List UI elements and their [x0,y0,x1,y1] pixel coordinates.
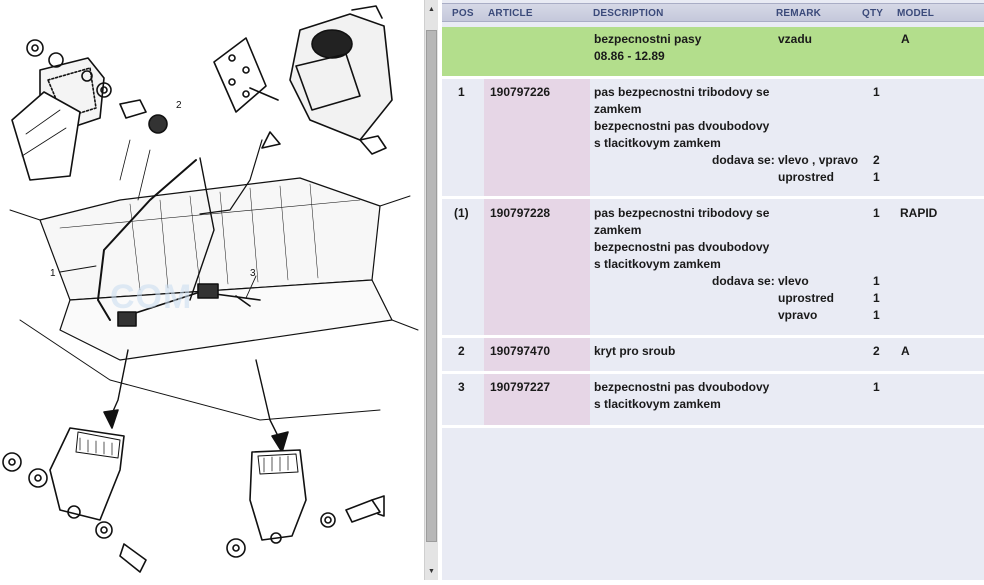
supply-remark: vpravo [778,308,818,322]
supply-qty: 1 [873,291,880,305]
callout-1: 1 [50,268,56,279]
row-description: pas bezpecnostni tribodovy se zamkem bez… [594,85,770,150]
table-row[interactable]: 3 190797227 bezpecnostni pas dvoubodovy … [442,374,984,425]
row-article[interactable]: 190797226 [490,85,551,99]
callout-2: 2 [176,100,182,111]
row-model: RAPID [900,206,938,220]
col-header-model[interactable]: MODEL [897,8,935,19]
parts-diagram: 1 2 3 COM [0,0,424,580]
watermark: COM [110,278,193,316]
supply-remark: vlevo , vpravo [778,153,859,167]
callout-3: 3 [250,268,256,279]
col-header-pos[interactable]: POS [452,8,474,19]
col-header-description[interactable]: DESCRIPTION [593,8,664,19]
table-row[interactable]: 2 190797470 kryt pro sroub 2 A [442,338,984,371]
group-row[interactable]: bezpecnostni pasy 08.86 - 12.89 vzadu A [442,27,984,76]
table-header: POS ARTICLE DESCRIPTION REMARK QTY MODEL [442,3,984,22]
col-header-article[interactable]: ARTICLE [488,8,533,19]
row-qty: 1 [873,380,880,394]
scrollbar-thumb[interactable] [426,30,437,542]
scroll-down-arrow-icon[interactable]: ▼ [428,567,435,575]
seat-belt-exploded-view: 1 2 3 [2,5,419,573]
table-row[interactable]: 1 190797226 pas bezpecnostni tribodovy s… [442,79,984,196]
scroll-up-arrow-icon[interactable]: ▲ [428,5,435,13]
supply-remark: uprostred [778,291,835,305]
supply-label: dodava se: [712,274,775,288]
row-pos: 1 [458,85,465,99]
supply-label: dodava se: [712,153,775,167]
supply-remark: vlevo [778,274,809,288]
row-pos: 2 [458,344,465,358]
group-remark: vzadu [778,32,813,46]
row-qty: 2 [873,344,880,358]
parts-table: POS ARTICLE DESCRIPTION REMARK QTY MODEL… [442,0,984,580]
row-article[interactable]: 190797227 [490,380,551,394]
supply-qty: 2 [873,153,880,167]
row-description: pas bezpecnostni tribodovy se zamkem bez… [594,206,770,271]
col-header-qty[interactable]: QTY [862,8,884,19]
supply-remark: uprostred [778,170,835,184]
supply-qty: 1 [873,170,880,184]
diagram-scrollbar[interactable]: ▲ ▼ [424,0,438,580]
row-qty: 1 [873,85,880,99]
row-description: kryt pro sroub [594,344,676,358]
row-model: A [901,344,910,358]
row-article[interactable]: 190797228 [490,206,551,220]
group-model: A [901,32,910,46]
supply-qty: 1 [873,274,880,288]
table-row[interactable]: (1) 190797228 pas bezpecnostni tribodovy… [442,199,984,335]
col-header-remark[interactable]: REMARK [776,8,822,19]
row-qty: 1 [873,206,880,220]
row-pos: (1) [454,206,469,220]
row-article[interactable]: 190797470 [490,344,551,358]
supply-qty: 1 [873,308,880,322]
group-description: bezpecnostni pasy 08.86 - 12.89 [594,32,702,63]
row-pos: 3 [458,380,465,394]
row-description: bezpecnostni pas dvoubodovy s tlacitkovy… [594,380,770,411]
